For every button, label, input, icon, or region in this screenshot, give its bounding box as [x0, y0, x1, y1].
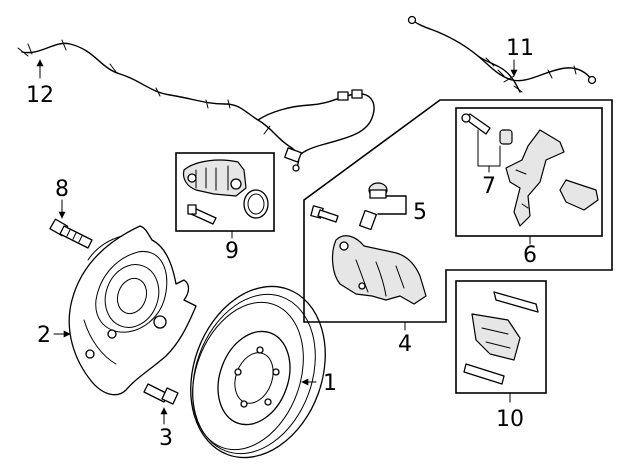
- part-10-pads-box: [455, 280, 547, 394]
- part-9-kit-box: [175, 152, 275, 232]
- part-5-boots: [368, 182, 407, 215]
- callout-2: 2: [37, 323, 51, 348]
- callout-leaders: [36, 59, 531, 425]
- callout-8: 8: [55, 177, 69, 202]
- callout-7: 7: [482, 174, 496, 199]
- callout-9: 9: [225, 239, 239, 264]
- callout-12: 12: [26, 83, 54, 108]
- part-1-brake-rotor: [190, 285, 326, 459]
- callout-labels: 12 11 8 2 3 1 9 4 5 6 7 10: [26, 36, 537, 451]
- callout-1: 1: [323, 371, 337, 396]
- callout-5: 5: [413, 200, 427, 225]
- leader-7-bracket: [477, 129, 501, 167]
- part-11-wiring-harness: [407, 15, 597, 93]
- callout-3: 3: [159, 426, 173, 451]
- callout-6: 6: [523, 243, 537, 268]
- part-8-bolt: [49, 218, 93, 249]
- part-12-abs-sensor-harness: [17, 39, 375, 172]
- part-3-bolt: [143, 383, 179, 405]
- callout-11: 11: [506, 36, 534, 61]
- part-4-caliper-box: [303, 99, 613, 323]
- part-6-bracket-box: [455, 107, 603, 237]
- callout-4: 4: [398, 332, 412, 357]
- callout-10: 10: [496, 407, 524, 432]
- part-2-dust-shield: [68, 225, 197, 396]
